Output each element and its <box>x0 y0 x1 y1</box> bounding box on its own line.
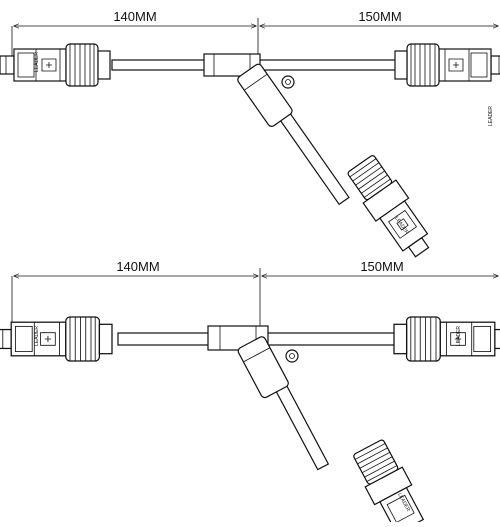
junction-screw <box>281 75 295 89</box>
dimension-label-right: 150MM <box>358 9 401 24</box>
dimension-label-right: 150MM <box>360 259 403 274</box>
right-connector <box>394 43 500 87</box>
t-junction-branch <box>237 63 293 127</box>
branch-connector <box>347 155 430 258</box>
branch-connector <box>353 439 425 527</box>
left-connector <box>0 43 111 87</box>
t-junction-branch <box>237 336 289 399</box>
dimension-label-left: 140MM <box>113 9 156 24</box>
dimension-label-left: 140MM <box>116 259 159 274</box>
diagram-1: 140MM 150MM <box>0 9 500 258</box>
left-connector <box>0 316 113 362</box>
junction-screw <box>285 349 299 363</box>
right-connector <box>393 316 500 362</box>
connector-label-right: LEADER <box>456 326 462 346</box>
connector-label-left: LEADER <box>34 326 40 346</box>
connector-label-left: LEADER <box>34 52 40 72</box>
diagram-2: 140MM 150MM <box>0 259 500 527</box>
connector-label-right: LEADER <box>488 106 494 126</box>
